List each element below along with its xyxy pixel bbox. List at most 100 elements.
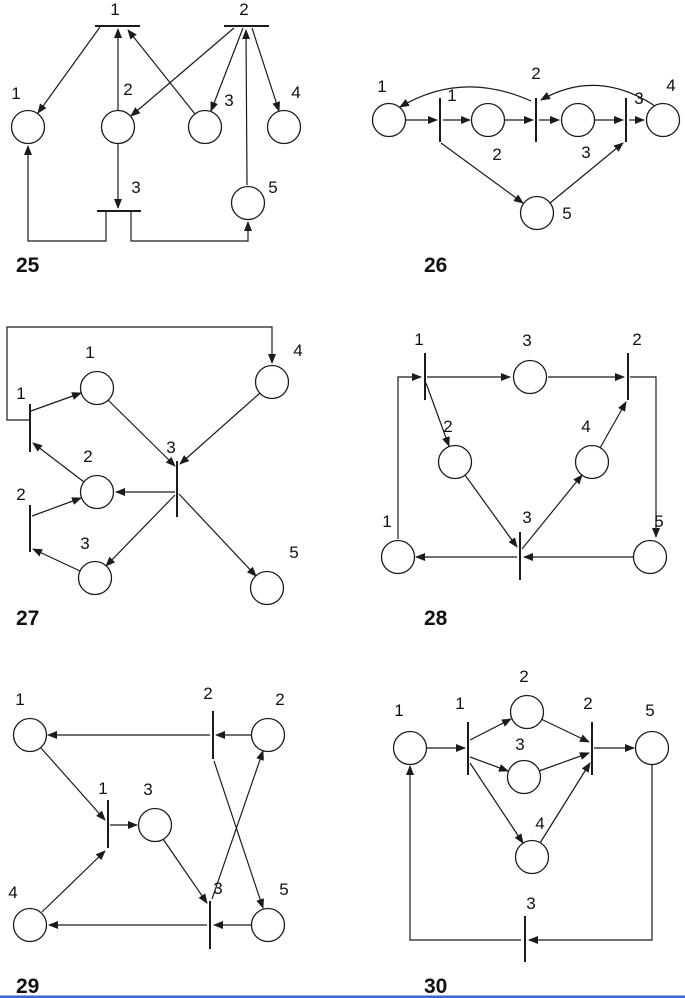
place-label-p2: 2 <box>123 80 132 99</box>
place-label-p5: 5 <box>279 880 288 899</box>
transition-label-t3: 3 <box>634 89 643 108</box>
place-p2 <box>79 474 115 510</box>
diagram-number-25: 25 <box>16 254 40 277</box>
footer-line <box>0 995 685 998</box>
arc-t3-to-p4 <box>521 474 583 550</box>
place-p4 <box>12 907 48 943</box>
arc-t3-to-p1 <box>24 145 107 242</box>
arc-t1-to-p1 <box>30 392 82 412</box>
place-label-p1: 1 <box>382 512 391 531</box>
place-label-p2: 2 <box>492 145 501 164</box>
arc-p4-to-t2 <box>599 401 627 449</box>
place-label-p4: 4 <box>293 341 302 360</box>
place-label-p3: 3 <box>522 331 531 350</box>
diagram-number-30: 30 <box>424 975 447 998</box>
arc-p2-to-t2 <box>540 718 590 743</box>
place-label-p2: 2 <box>443 417 452 436</box>
place-label-p5: 5 <box>268 178 277 197</box>
place-p3 <box>506 759 542 795</box>
arc-t3-to-p5 <box>178 493 257 577</box>
arc-t1-to-p4 <box>469 762 524 844</box>
arc-p5-to-t3 <box>528 764 653 944</box>
arc-p4-to-t1 <box>41 850 106 913</box>
arc-p1-to-t3 <box>107 399 176 467</box>
place-label-p5: 5 <box>654 512 663 531</box>
place-label-p3: 3 <box>224 91 233 110</box>
arc-t2-to-p5 <box>630 376 660 538</box>
place-p5 <box>632 539 668 575</box>
place-label-p1: 1 <box>15 690 24 709</box>
transition-label-t1: 1 <box>110 0 119 19</box>
transition-label-t2: 2 <box>239 0 248 19</box>
place-label-p1: 1 <box>377 77 386 96</box>
diagram-number-27: 27 <box>16 607 39 630</box>
diagram-number-26: 26 <box>424 254 447 277</box>
transition-label-t3: 3 <box>526 894 535 913</box>
place-p4 <box>514 839 550 875</box>
place-p3 <box>137 807 173 843</box>
arc-t2-to-p2 <box>31 497 82 517</box>
place-p3 <box>77 560 113 596</box>
arc-p5-to-t2 <box>242 29 251 186</box>
place-p3 <box>560 102 596 138</box>
arc-t3-to-p1 <box>406 765 521 941</box>
arc-p3-to-t2 <box>32 548 81 572</box>
place-label-p3: 3 <box>143 780 152 799</box>
place-p1 <box>392 730 428 766</box>
transition-label-t2: 2 <box>531 64 540 83</box>
arc-p2-to-t1 <box>32 442 85 483</box>
place-label-p2: 2 <box>275 690 284 709</box>
place-p1 <box>12 717 48 753</box>
arc-p4-to-t2 <box>540 84 656 107</box>
arc-p4-to-t2 <box>539 762 591 844</box>
place-label-p5: 5 <box>562 204 571 223</box>
transition-label-t1: 1 <box>455 694 464 713</box>
transition-label-t1: 1 <box>414 330 423 349</box>
place-label-p4: 4 <box>291 83 300 102</box>
arc-t1-to-p2 <box>469 718 512 741</box>
place-p3 <box>187 109 223 145</box>
diagram-number-29: 29 <box>16 975 39 998</box>
arc-t2-to-p5 <box>213 760 264 909</box>
place-p5 <box>230 185 266 221</box>
transition-label-t3: 3 <box>131 178 140 197</box>
place-label-p3: 3 <box>581 143 590 162</box>
arc-p2-to-t3 <box>464 474 518 548</box>
place-p1 <box>10 109 46 145</box>
arc-t1-to-p1 <box>37 26 101 114</box>
place-label-p1: 1 <box>394 701 403 720</box>
transition-label-t2: 2 <box>632 330 641 349</box>
arc-t3-to-p5 <box>130 211 252 242</box>
place-p1 <box>380 539 416 575</box>
place-label-p2: 2 <box>83 447 92 466</box>
arc-t3-to-p2 <box>211 750 264 900</box>
transition-label-t1: 1 <box>98 779 107 798</box>
place-p3 <box>512 359 548 395</box>
arc-t1-to-p4 <box>6 326 276 421</box>
place-label-p4: 4 <box>535 814 544 833</box>
place-p5 <box>519 195 555 231</box>
transition-label-t3: 3 <box>166 438 175 457</box>
place-label-p2: 2 <box>519 667 528 686</box>
arc-p4-to-t3 <box>179 392 261 465</box>
arc-t2-to-p1 <box>399 86 532 108</box>
arc-t1-to-p3 <box>469 756 509 772</box>
arc-t3-to-p3 <box>105 494 176 567</box>
place-label-p3: 3 <box>80 534 89 553</box>
transition-label-t2: 2 <box>16 485 25 504</box>
arc-p3-to-t1 <box>127 29 196 115</box>
arc-p3-to-t2 <box>538 752 590 772</box>
place-p5 <box>250 907 286 943</box>
transition-label-t3: 3 <box>213 879 222 898</box>
arc-p5-to-t3 <box>549 142 624 204</box>
place-p5 <box>249 570 285 606</box>
transition-label-t3: 3 <box>522 508 531 527</box>
